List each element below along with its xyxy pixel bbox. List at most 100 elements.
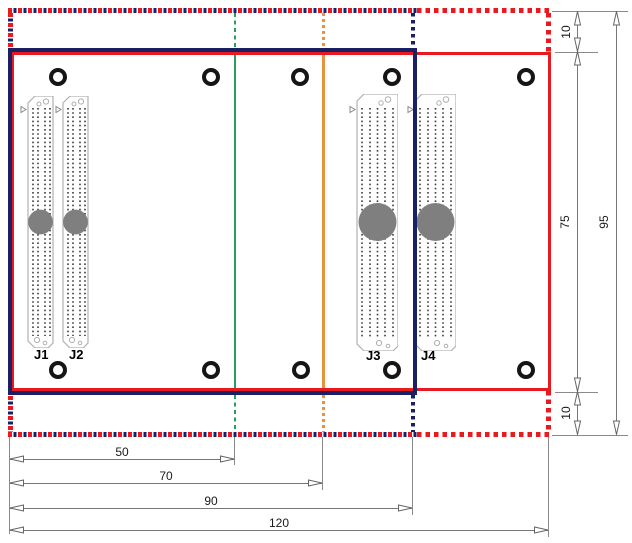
arrowhead-down-icon <box>573 377 582 393</box>
connector-hole-icon <box>77 98 85 105</box>
extent-dotted-red-lower <box>546 391 551 432</box>
arrowhead-down-icon <box>573 420 582 436</box>
arrowhead-up-icon <box>573 51 582 66</box>
mounting-hole <box>383 361 401 379</box>
arrowhead-right-icon <box>398 504 413 512</box>
mounting-hole <box>202 361 220 379</box>
dimension-line-120 <box>10 530 548 531</box>
key-circle <box>28 209 53 235</box>
connector-j2 <box>55 96 89 348</box>
extent-dotted-left-lower <box>8 396 13 432</box>
dimension-value-70: 70 <box>159 469 173 483</box>
arrowhead-left-icon <box>9 526 24 534</box>
mounting-hole <box>49 68 67 86</box>
board-outline-120-red <box>11 52 551 391</box>
connector-label-j3: J3 <box>366 348 381 363</box>
arrowhead-up-icon <box>573 391 582 406</box>
key-circle <box>63 209 88 235</box>
connector-hole-icon <box>42 98 50 105</box>
dimension-value-10-top: 10 <box>559 25 573 39</box>
connector-label-j1: J1 <box>34 347 49 362</box>
dimension-value-75: 75 <box>558 215 572 229</box>
extent-dotted-bottom-left <box>8 432 417 437</box>
dimension-value-120: 120 <box>268 516 290 530</box>
dimension-line-50 <box>10 459 234 460</box>
key-circle <box>358 203 397 241</box>
extension-line <box>552 11 628 12</box>
connector-label-j4: J4 <box>421 348 436 363</box>
extent-dotted-green-lower <box>234 395 236 432</box>
connector-hole-icon <box>442 96 450 103</box>
mounting-hole <box>383 68 401 86</box>
mounting-hole <box>49 361 67 379</box>
arrowhead-right-icon <box>534 526 549 534</box>
connector-hole-icon <box>378 100 384 106</box>
arrowhead-down-icon <box>612 420 621 436</box>
connector-j1 <box>20 96 54 348</box>
arrowhead-left-icon <box>9 504 24 512</box>
connector-hole-icon <box>384 96 392 103</box>
arrowhead-right-icon <box>308 479 323 487</box>
connector-hole-icon <box>68 336 76 344</box>
dimension-line-90 <box>10 508 412 509</box>
connector-hole-icon <box>33 336 41 344</box>
extension-line <box>552 435 628 436</box>
dimension-value-50: 50 <box>115 445 129 459</box>
board-edge-70-orange <box>322 48 325 393</box>
board-edge-50-green <box>234 48 236 393</box>
connector-hole-icon <box>36 101 42 107</box>
extent-dotted-top-right <box>417 8 551 13</box>
extent-dotted-top-left <box>8 8 417 13</box>
pin-columns <box>419 108 452 339</box>
dimension-line-right-stack <box>577 12 578 435</box>
connector-hole-icon <box>77 340 83 346</box>
connector-hole-icon <box>42 340 48 346</box>
arrowhead-right-icon <box>220 455 235 463</box>
pin1-marker-icon <box>55 105 62 114</box>
connector-hole-icon <box>71 101 77 107</box>
connector-hole-icon <box>375 339 383 347</box>
connector-hole-icon <box>433 339 441 347</box>
dimension-value-90: 90 <box>204 494 218 508</box>
mounting-hole <box>291 68 309 86</box>
dimension-value-10-bottom: 10 <box>559 406 573 420</box>
mounting-hole <box>292 361 310 379</box>
mounting-hole <box>202 68 220 86</box>
extension-line <box>9 437 10 534</box>
extent-dotted-orange-lower <box>322 395 325 432</box>
dimension-line-70 <box>10 483 322 484</box>
arrowhead-down-icon <box>573 37 582 53</box>
arrowhead-up-icon <box>573 11 582 26</box>
mounting-hole <box>517 361 535 379</box>
connector-j3 <box>349 94 398 351</box>
arrowhead-left-icon <box>9 455 24 463</box>
pin-columns <box>361 108 394 339</box>
arrowhead-left-icon <box>9 479 24 487</box>
extension-line <box>548 437 549 537</box>
connector-label-j2: J2 <box>69 347 84 362</box>
extension-line <box>555 392 598 393</box>
arrowhead-up-icon <box>612 11 621 26</box>
pin1-marker-icon <box>349 105 356 114</box>
extension-line <box>322 437 323 490</box>
extent-dotted-red-upper <box>546 13 551 52</box>
key-circle <box>416 203 455 241</box>
extent-dotted-green-upper <box>234 13 236 48</box>
extension-line <box>412 437 413 515</box>
connector-j4 <box>407 94 456 351</box>
extension-line <box>555 52 598 53</box>
board-outline-90-navy <box>8 48 417 395</box>
extension-line <box>234 437 235 465</box>
connector-hole-icon <box>436 100 442 106</box>
extent-dotted-orange-upper <box>322 13 325 48</box>
mounting-hole <box>517 68 535 86</box>
connector-hole-icon <box>385 343 391 349</box>
extent-dotted-navy-upper <box>411 13 415 48</box>
dimension-value-95: 95 <box>597 215 611 229</box>
dimension-line-95 <box>616 12 617 435</box>
extent-dotted-left-upper <box>8 13 13 48</box>
extent-dotted-navy-lower <box>411 395 415 432</box>
extent-dotted-bottom-right <box>417 432 551 437</box>
connector-hole-icon <box>443 343 449 349</box>
